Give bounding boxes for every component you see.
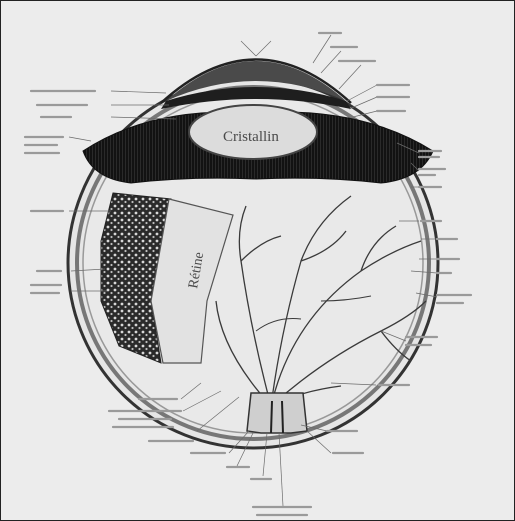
optic-nerve	[247, 393, 307, 433]
lens-label: Cristallin	[223, 129, 279, 145]
